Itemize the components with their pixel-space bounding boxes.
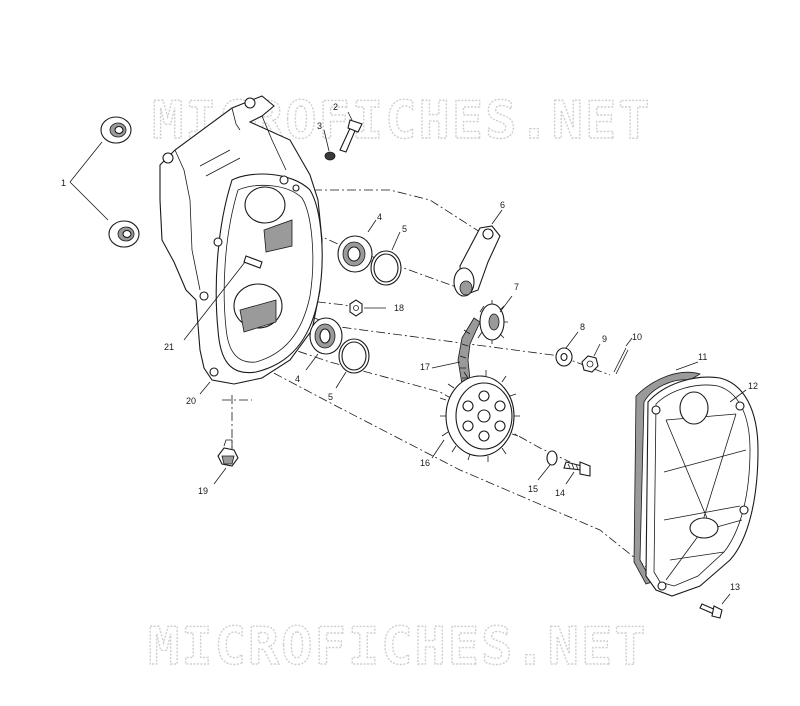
callout-7: 7 [514,282,519,292]
callout-19: 19 [198,486,208,496]
driven-sprocket [431,370,520,462]
oil-seal-lower [108,220,140,248]
bearing-upper [337,219,377,273]
callout-21: 21 [164,342,174,352]
callout-3: 3 [317,121,322,131]
callout-1: 1 [61,178,66,188]
chain-tensioner [453,209,503,297]
nut-18 [349,299,386,317]
leader-lines-1 [69,141,109,221]
chaincase-cover [645,376,759,597]
drive-sprocket [476,295,513,344]
bolt-14 [563,461,591,485]
callout-12: 12 [748,381,758,391]
callout-11: 11 [698,352,707,362]
callout-20: 20 [186,396,196,406]
bearing-lower [305,317,343,371]
washer-3 [323,129,336,161]
callout-17: 17 [420,362,430,372]
callout-9: 9 [602,334,607,344]
callout-5-upper: 5 [402,224,407,234]
callout-labels: 1 2 3 4 4 5 5 6 7 8 9 10 11 12 13 14 15 … [61,102,758,592]
o-ring-upper [370,231,402,286]
callout-10: 10 [632,332,642,342]
callout-5-lower: 5 [328,392,333,402]
chaincase-housing [159,95,323,385]
callout-4-lower: 4 [295,374,300,384]
watermark-bottom: MICROFICHES.NET [148,617,648,677]
callout-2: 2 [333,102,338,112]
o-ring-lower [335,338,370,389]
callout-6: 6 [500,200,505,210]
cotter-pin [613,337,633,375]
bolt-13 [699,593,731,619]
callout-8: 8 [580,322,585,332]
bolt-2 [339,111,363,153]
callout-18: 18 [394,303,404,313]
callout-13: 13 [730,582,740,592]
drain-plug [213,439,239,485]
callout-16: 16 [420,458,430,468]
dowel-pin [183,255,263,341]
callout-14: 14 [555,488,565,498]
nut-9 [581,343,601,373]
drive-chain [431,317,481,385]
callout-15: 15 [528,484,538,494]
oil-seal-upper [100,116,132,144]
callout-4-upper: 4 [377,212,382,222]
leader-lines-misc [199,381,211,395]
washer-8 [555,331,579,367]
washer-15 [537,450,558,481]
